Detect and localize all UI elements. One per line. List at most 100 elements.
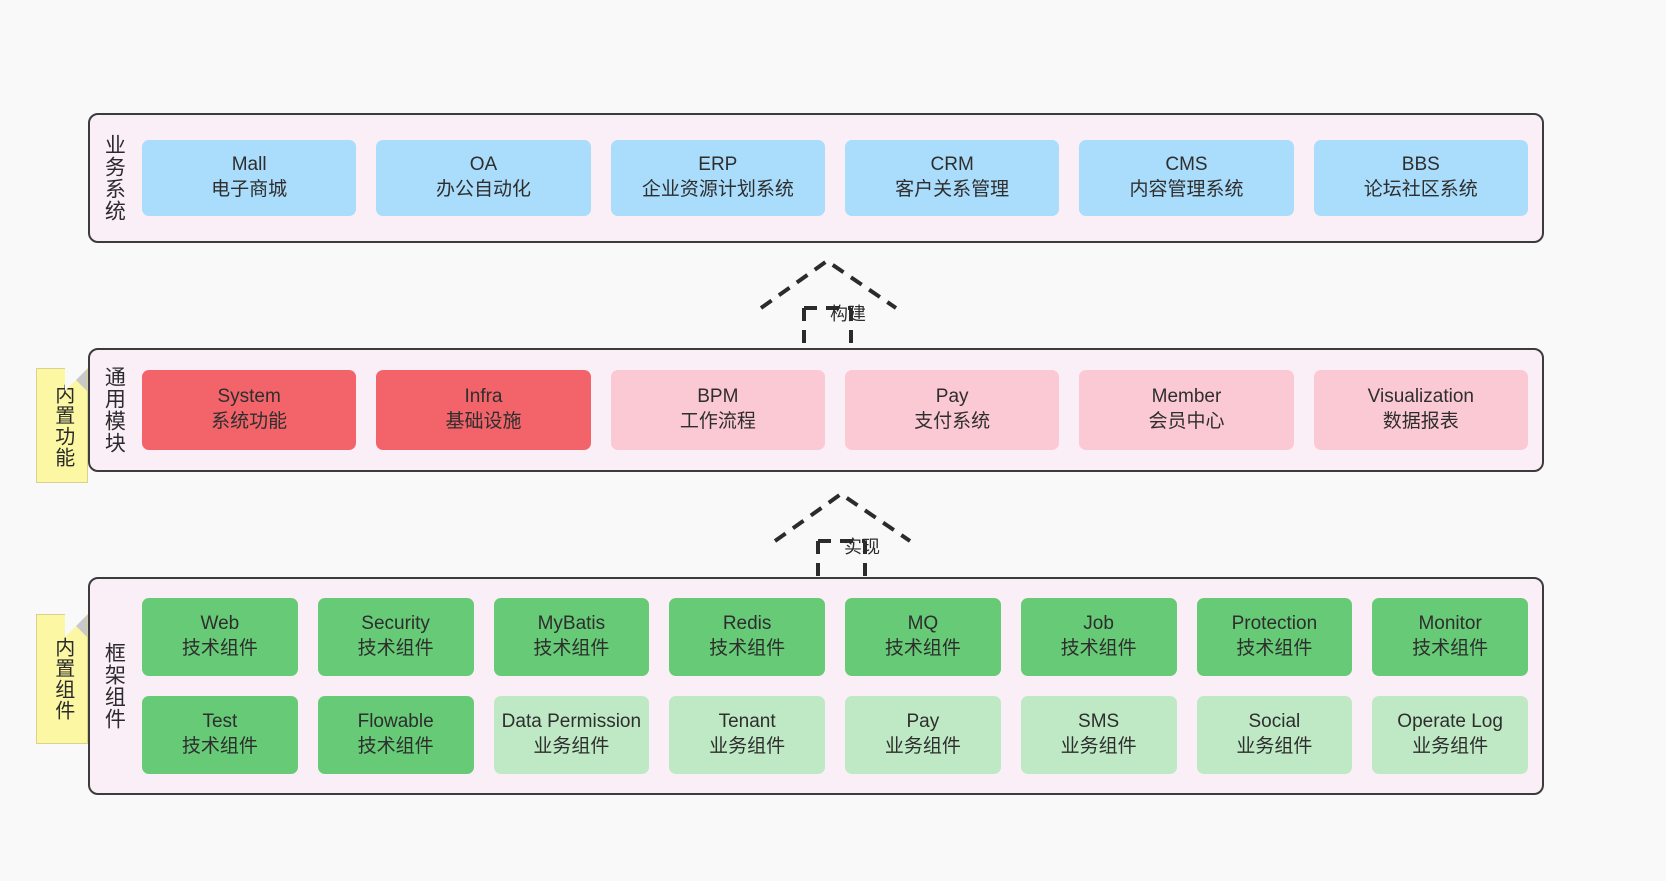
modules-row: System 系统功能 Infra 基础设施 BPM 工作流程 Pay 支付系统…: [142, 370, 1528, 450]
node-title: Flowable: [357, 711, 434, 733]
note-label: 内置功能: [51, 383, 74, 468]
layer-body-framework-components: Web 技术组件 Security 技术组件 MyBatis 技术组件 Redi…: [136, 579, 1542, 793]
node-sms[interactable]: SMS 业务组件: [1020, 696, 1177, 774]
note-builtin-components: 内置组件: [36, 614, 88, 744]
node-subtitle: 业务组件: [533, 736, 610, 757]
node-social[interactable]: Social 业务组件: [1196, 696, 1353, 774]
framework-biz-row: Test 技术组件 Flowable 技术组件 Data Permission …: [142, 696, 1528, 774]
layer-body-business-system: Mall 电子商城 OA 办公自动化 ERP 企业资源计划系统 CRM 客户关系…: [136, 115, 1542, 241]
node-test[interactable]: Test 技术组件: [142, 696, 298, 774]
layer-body-common-modules: System 系统功能 Infra 基础设施 BPM 工作流程 Pay 支付系统…: [136, 350, 1542, 470]
node-pay-component[interactable]: Pay 业务组件: [845, 696, 1001, 774]
node-title: Infra: [464, 386, 503, 408]
node-web[interactable]: Web 技术组件: [142, 598, 298, 676]
node-subtitle: 业务组件: [884, 736, 961, 757]
layer-title-business-system: 业务系统: [102, 134, 126, 222]
node-mybatis[interactable]: MyBatis 技术组件: [493, 598, 650, 676]
node-mq[interactable]: MQ 技术组件: [845, 598, 1001, 676]
node-erp[interactable]: ERP 企业资源计划系统: [610, 140, 825, 216]
node-subtitle: 技术组件: [357, 638, 434, 659]
node-subtitle: 系统功能: [211, 411, 288, 432]
node-subtitle: 技术组件: [533, 638, 610, 659]
node-subtitle: 技术组件: [357, 736, 434, 757]
node-subtitle: 论坛社区系统: [1363, 179, 1478, 200]
node-subtitle: 会员中心: [1148, 411, 1225, 432]
layer-title-framework-components: 框架组件: [102, 642, 126, 730]
node-title: Protection: [1231, 613, 1318, 635]
node-subtitle: 技术组件: [181, 736, 258, 757]
node-title: OA: [469, 154, 498, 176]
node-title: Member: [1151, 386, 1222, 408]
connector-implement-label: 实现: [844, 537, 880, 557]
layer-common-modules: 通用模块 System 系统功能 Infra 基础设施 BPM 工作流程 Pay…: [88, 348, 1544, 472]
node-pay-module[interactable]: Pay 支付系统: [844, 370, 1060, 450]
node-security[interactable]: Security 技术组件: [317, 598, 474, 676]
node-subtitle: 基础设施: [445, 411, 522, 432]
node-visualization[interactable]: Visualization 数据报表: [1313, 370, 1528, 450]
node-monitor[interactable]: Monitor 技术组件: [1372, 598, 1528, 676]
node-subtitle: 办公自动化: [435, 179, 531, 200]
layer-framework-components: 框架组件 Web 技术组件 Security 技术组件 MyBatis 技术组件…: [88, 577, 1544, 795]
connector-implement-arrow: [773, 491, 912, 579]
node-title: MQ: [907, 613, 939, 635]
node-title: Tenant: [718, 711, 776, 733]
node-subtitle: 技术组件: [1412, 638, 1489, 659]
node-system[interactable]: System 系统功能: [142, 370, 357, 450]
node-subtitle: 支付系统: [914, 411, 991, 432]
node-title: Web: [200, 613, 240, 635]
node-title: Monitor: [1418, 613, 1482, 635]
node-mall[interactable]: Mall 电子商城: [142, 140, 357, 216]
node-title: CMS: [1165, 154, 1208, 176]
node-subtitle: 数据报表: [1382, 411, 1459, 432]
node-operate-log[interactable]: Operate Log 业务组件: [1372, 696, 1528, 774]
node-title: Visualization: [1367, 386, 1474, 408]
node-subtitle: 电子商城: [211, 179, 288, 200]
node-data-permission[interactable]: Data Permission 业务组件: [493, 696, 650, 774]
node-redis[interactable]: Redis 技术组件: [669, 598, 825, 676]
node-title: CRM: [930, 154, 974, 176]
node-subtitle: 技术组件: [1236, 638, 1313, 659]
node-infra[interactable]: Infra 基础设施: [376, 370, 591, 450]
node-title: Operate Log: [1397, 711, 1503, 733]
node-title: Data Permission: [501, 711, 642, 733]
node-subtitle: 业务组件: [1060, 736, 1137, 757]
note-fold-cut-icon: [65, 368, 88, 391]
connector-build: 构建: [756, 256, 902, 348]
node-title: System: [217, 386, 281, 408]
node-subtitle: 技术组件: [181, 638, 258, 659]
node-title: ERP: [698, 154, 738, 176]
node-subtitle: 内容管理系统: [1129, 179, 1244, 200]
node-subtitle: 企业资源计划系统: [641, 179, 794, 200]
node-oa[interactable]: OA 办公自动化: [376, 140, 591, 216]
node-title: MyBatis: [537, 613, 606, 635]
node-member[interactable]: Member 会员中心: [1079, 370, 1294, 450]
node-tenant[interactable]: Tenant 业务组件: [669, 696, 825, 774]
node-title: Mall: [231, 154, 267, 176]
node-title: Security: [361, 613, 430, 635]
node-title: SMS: [1078, 711, 1120, 733]
node-subtitle: 技术组件: [884, 638, 961, 659]
node-protection[interactable]: Protection 技术组件: [1196, 598, 1353, 676]
node-job[interactable]: Job 技术组件: [1020, 598, 1177, 676]
layer-title-common-modules: 通用模块: [102, 366, 126, 454]
node-title: Redis: [722, 613, 772, 635]
node-subtitle: 业务组件: [1236, 736, 1313, 757]
node-cms[interactable]: CMS 内容管理系统: [1079, 140, 1294, 216]
node-bpm[interactable]: BPM 工作流程: [610, 370, 825, 450]
node-bbs[interactable]: BBS 论坛社区系统: [1313, 140, 1528, 216]
framework-tech-row: Web 技术组件 Security 技术组件 MyBatis 技术组件 Redi…: [142, 598, 1528, 676]
node-subtitle: 工作流程: [679, 411, 756, 432]
node-subtitle: 技术组件: [709, 638, 786, 659]
node-title: Job: [1083, 613, 1114, 635]
node-subtitle: 客户关系管理: [895, 179, 1010, 200]
connector-implement: 实现: [770, 489, 916, 581]
node-title: BPM: [697, 386, 739, 408]
node-flowable[interactable]: Flowable 技术组件: [317, 696, 474, 774]
connector-build-label: 构建: [830, 304, 866, 324]
node-title: Social: [1248, 711, 1301, 733]
node-subtitle: 业务组件: [709, 736, 786, 757]
node-subtitle: 技术组件: [1060, 638, 1137, 659]
business-row: Mall 电子商城 OA 办公自动化 ERP 企业资源计划系统 CRM 客户关系…: [142, 140, 1528, 216]
node-crm[interactable]: CRM 客户关系管理: [844, 140, 1060, 216]
